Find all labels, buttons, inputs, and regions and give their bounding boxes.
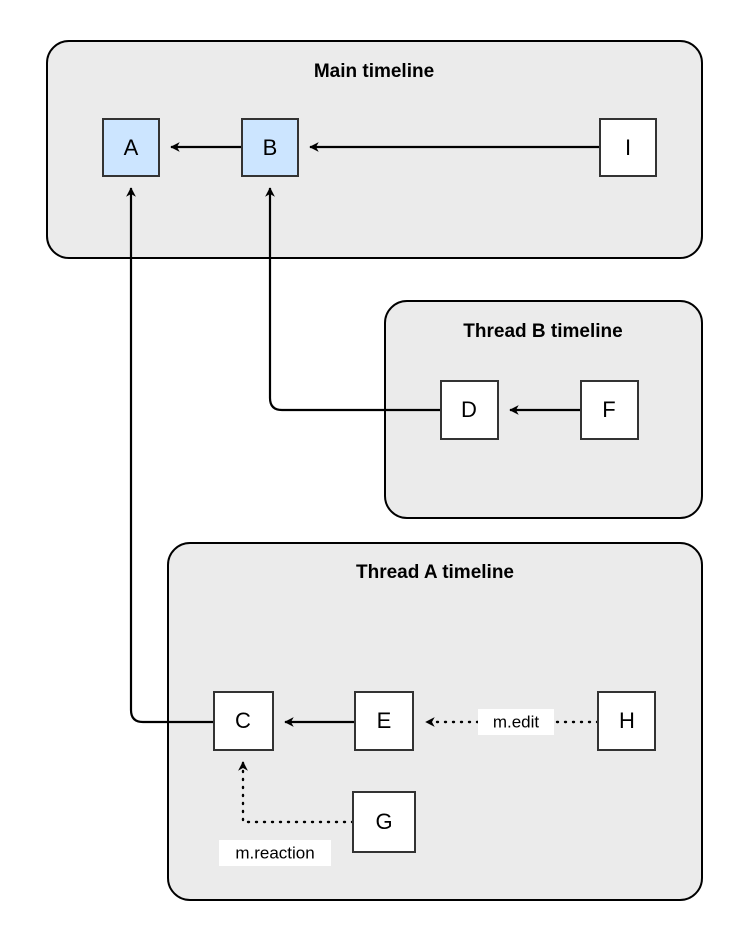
node-box-d <box>440 380 499 440</box>
node-b[interactable]: B <box>241 118 299 177</box>
node-box-c <box>213 691 274 751</box>
edge-d-to-b <box>265 187 441 412</box>
edge-label-bg-m-edit <box>478 709 554 735</box>
node-g[interactable]: G <box>352 791 416 853</box>
group-title-thread-a-timeline: Thread A timeline <box>356 562 514 583</box>
node-label-b: B <box>263 135 278 160</box>
node-label-i: I <box>625 135 631 160</box>
node-label-h: H <box>619 708 635 733</box>
group-box-main-timeline <box>46 40 703 259</box>
edge-label-m-edit: m.edit <box>478 709 554 735</box>
node-box-a <box>102 118 160 177</box>
node-box-g <box>352 791 416 853</box>
node-box-b <box>241 118 299 177</box>
node-label-e: E <box>377 708 392 733</box>
node-i[interactable]: I <box>599 118 657 177</box>
edge-label-m-reaction: m.reaction <box>219 840 331 866</box>
group-title-main-timeline: Main timeline <box>314 61 434 82</box>
node-box-h <box>597 691 656 751</box>
node-f[interactable]: F <box>580 380 639 440</box>
node-label-d: D <box>461 397 477 422</box>
edge-label-text-m-edit: m.edit <box>493 712 540 731</box>
node-a[interactable]: A <box>102 118 160 177</box>
node-label-a: A <box>124 135 139 160</box>
group-main-timeline[interactable]: Main timeline <box>46 40 703 259</box>
node-h[interactable]: H <box>597 691 656 751</box>
edge-label-bg-m-reaction <box>219 840 331 866</box>
node-label-c: C <box>235 708 251 733</box>
node-e[interactable]: E <box>354 691 414 751</box>
edge-label-text-m-reaction: m.reaction <box>235 843 314 862</box>
node-label-f: F <box>602 397 615 422</box>
group-title-thread-b-timeline: Thread B timeline <box>463 321 622 342</box>
node-d[interactable]: D <box>440 380 499 440</box>
node-box-f <box>580 380 639 440</box>
node-box-i <box>599 118 657 177</box>
node-label-g: G <box>375 809 392 834</box>
edge-c-to-a <box>126 187 214 724</box>
node-box-e <box>354 691 414 751</box>
node-c[interactable]: C <box>213 691 274 751</box>
